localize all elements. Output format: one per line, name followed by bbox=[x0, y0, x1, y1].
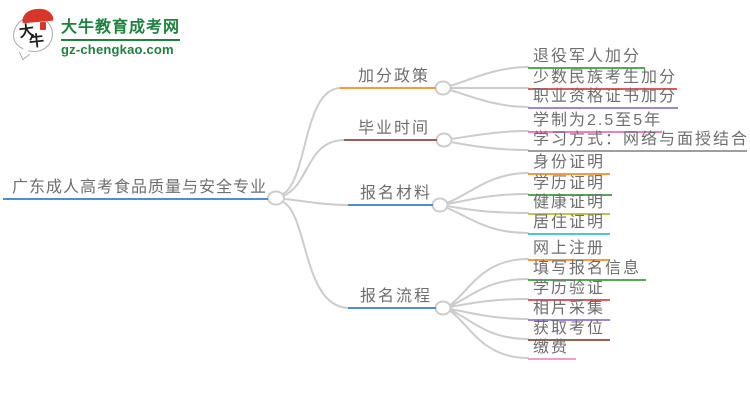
logo-text-block: 大牛教育成考网 gz-chengkao.com bbox=[61, 9, 181, 57]
child-node-get-exam-seat[interactable]: 获取考位 bbox=[528, 318, 610, 341]
curve-to-photo-collection bbox=[449, 308, 529, 320]
branch-handle-registration-process[interactable] bbox=[434, 300, 452, 316]
child-node-education-verify[interactable]: 学历验证 bbox=[528, 278, 610, 301]
branch-handle-bonus-policy[interactable] bbox=[434, 80, 452, 96]
root-node[interactable]: 广东成人高考食品质量与安全专业 bbox=[3, 177, 268, 200]
curve-to-education-proof bbox=[446, 193, 529, 205]
curve-to-online-register bbox=[449, 258, 529, 306]
curve-to-identity-proof bbox=[446, 172, 529, 204]
child-node-online-register[interactable]: 网上注册 bbox=[528, 238, 610, 261]
curve-to-vocational-cert-bonus bbox=[449, 89, 529, 108]
child-node-study-mode[interactable]: 学习方式：网络与面授结合 bbox=[528, 129, 747, 152]
curve-to-education-verify bbox=[449, 298, 529, 308]
branch-handle-registration-materials[interactable] bbox=[431, 197, 449, 213]
branch-node-registration-process[interactable]: 报名流程 bbox=[348, 286, 436, 309]
logo-url: gz-chengkao.com bbox=[61, 42, 174, 57]
logo-bubble-icon: 大 牛 bbox=[12, 7, 58, 61]
child-node-study-duration[interactable]: 学制为2.5至5年 bbox=[528, 110, 662, 133]
branch-node-bonus-policy[interactable]: 加分政策 bbox=[340, 66, 436, 89]
child-node-fill-info[interactable]: 填写报名信息 bbox=[528, 258, 646, 281]
child-node-health-proof[interactable]: 健康证明 bbox=[528, 192, 610, 215]
logo-title: 大牛教育成考网 bbox=[61, 18, 181, 41]
curve-root-to-graduation-time bbox=[282, 139, 346, 197]
branch-handle-graduation-time[interactable] bbox=[435, 132, 453, 148]
curve-to-pay-fee bbox=[449, 310, 529, 359]
curve-root-to-registration-materials bbox=[283, 198, 350, 206]
site-logo[interactable]: 大 牛 大牛教育成考网 gz-chengkao.com bbox=[12, 7, 181, 61]
child-node-residence-proof[interactable]: 居住证明 bbox=[528, 212, 610, 235]
child-node-identity-proof[interactable]: 身份证明 bbox=[528, 152, 610, 175]
child-node-vocational-cert-bonus[interactable]: 职业资格证书加分 bbox=[528, 86, 678, 109]
child-node-pay-fee[interactable]: 缴费 bbox=[528, 337, 576, 360]
curve-root-to-registration-process bbox=[282, 201, 350, 309]
branch-node-registration-materials[interactable]: 报名材料 bbox=[348, 183, 433, 206]
child-node-ethnic-minority-bonus[interactable]: 少数民族考生加分 bbox=[528, 67, 677, 90]
child-node-photo-collection[interactable]: 相片采集 bbox=[528, 298, 610, 321]
curve-to-veteran-bonus bbox=[449, 66, 529, 87]
logo-char-niu: 牛 bbox=[28, 33, 45, 51]
curve-to-residence-proof bbox=[446, 207, 529, 234]
curve-to-study-mode bbox=[450, 141, 529, 151]
curve-to-health-proof bbox=[446, 205, 529, 214]
child-node-veteran-bonus[interactable]: 退役军人加分 bbox=[528, 46, 645, 69]
curve-root-to-bonus-policy bbox=[282, 87, 342, 195]
curve-to-study-duration bbox=[450, 130, 529, 140]
child-node-education-proof[interactable]: 学历证明 bbox=[528, 173, 612, 196]
root-node-handle[interactable] bbox=[267, 190, 285, 206]
curve-to-fill-info bbox=[449, 278, 529, 307]
curve-to-get-exam-seat bbox=[449, 309, 529, 340]
branch-node-graduation-time[interactable]: 毕业时间 bbox=[344, 118, 437, 141]
logo-red-seal bbox=[40, 22, 46, 30]
